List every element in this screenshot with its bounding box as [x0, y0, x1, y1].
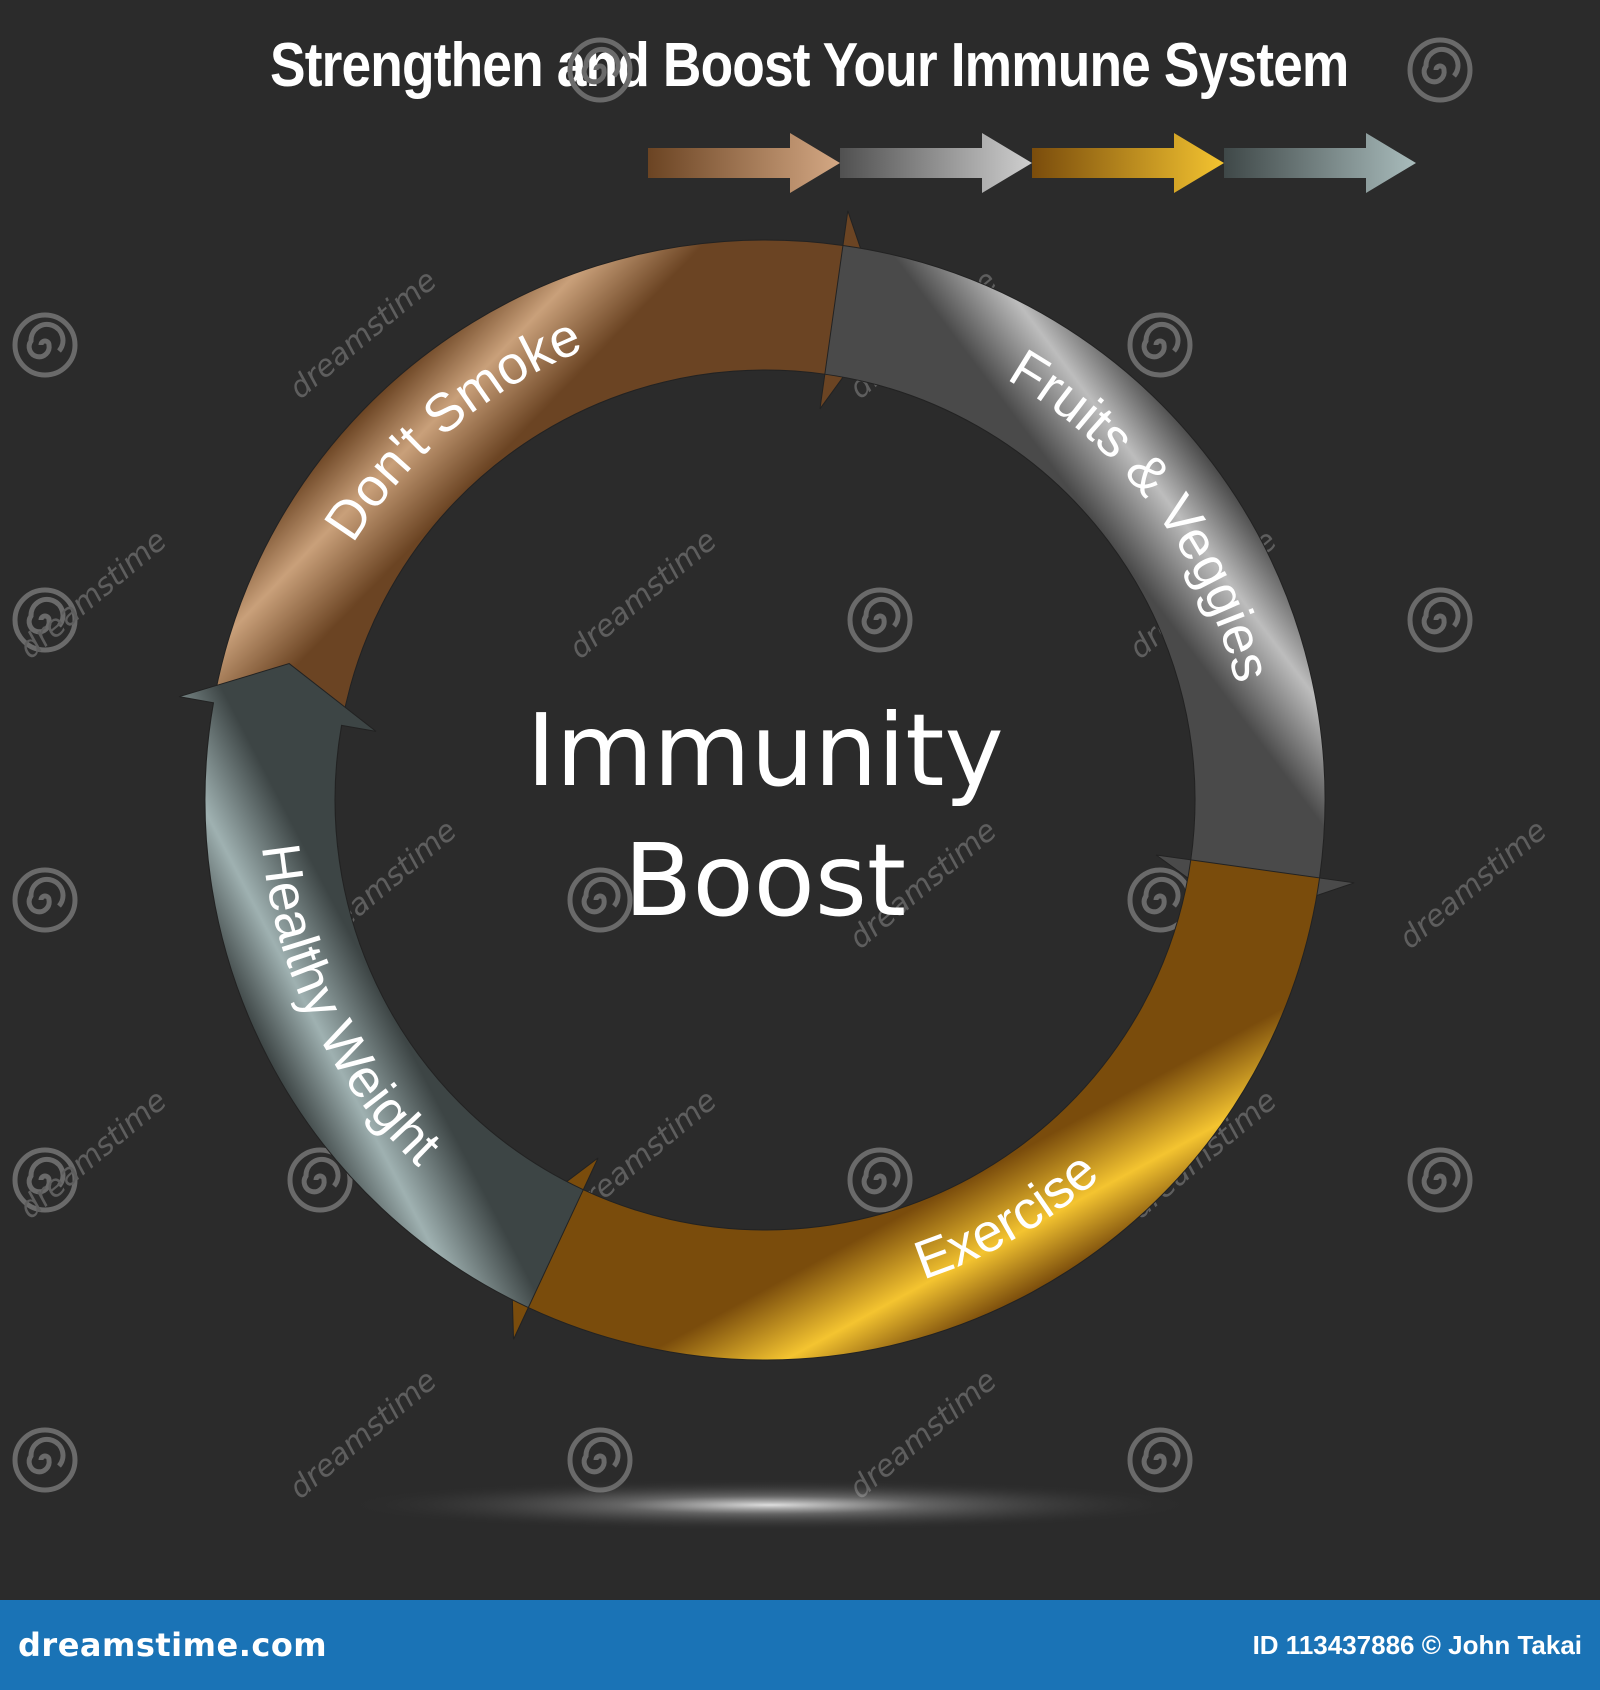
center-line2: Boost [624, 822, 906, 939]
legend-arrows [648, 133, 1416, 193]
diagram-stage: Strengthen and Boost Your Immune System … [12, 31, 1554, 1531]
watermark-spiral-icon [12, 1427, 78, 1493]
watermark-text: dreamstime [563, 523, 724, 666]
center-line1: Immunity [526, 692, 1003, 809]
watermark-spiral-icon [567, 867, 633, 933]
watermark-spiral-icon [1407, 1147, 1473, 1213]
watermark-spiral-icon [1127, 1427, 1193, 1493]
watermark-spiral-icon [12, 1147, 78, 1213]
watermark-spiral-icon [287, 1147, 353, 1213]
watermark-text: dreamstime [13, 523, 174, 666]
cycle-ring [178, 210, 1355, 1361]
legend-arrow-1 [648, 133, 840, 193]
watermark-text: dreamstime [283, 1363, 444, 1506]
watermark-spiral-icon [12, 587, 78, 653]
center-label: Immunity Boost [526, 692, 1003, 939]
watermark-spiral-icon [847, 1147, 913, 1213]
legend-arrow-4 [1224, 133, 1416, 193]
segment-arrow-healthy-weight [178, 663, 584, 1309]
watermark-text: dreamstime [13, 1083, 174, 1226]
legend-arrow-3 [1032, 133, 1224, 193]
footer-credit: ID 113437886 © John Takai [1252, 1629, 1582, 1660]
segment-arrow-exercise [509, 859, 1321, 1361]
watermark-spiral-icon [567, 37, 633, 103]
watermark-spiral-icon [12, 867, 78, 933]
floor-reflection [340, 1479, 1200, 1531]
legend-arrow-2 [840, 133, 1032, 193]
watermark-spiral-icon [12, 312, 78, 378]
watermark-spiral-icon [847, 587, 913, 653]
watermark-spiral-icon [1407, 587, 1473, 653]
watermark-spiral-icon [1127, 312, 1193, 378]
footer-brand: dreamstime.com [18, 1626, 328, 1664]
footer-bar: dreamstime.com ID 113437886 © John Takai [0, 1600, 1600, 1690]
page-title: Strengthen and Boost Your Immune System [270, 31, 1349, 100]
immunity-cycle-diagram: dreamstime dreamstime dreamstime dreamstime… [12, 37, 1554, 1531]
segment-arrow-fruits-veggies [824, 244, 1355, 921]
watermark-spiral-icon [1407, 37, 1473, 103]
watermark-text: dreamstime [1393, 813, 1554, 956]
